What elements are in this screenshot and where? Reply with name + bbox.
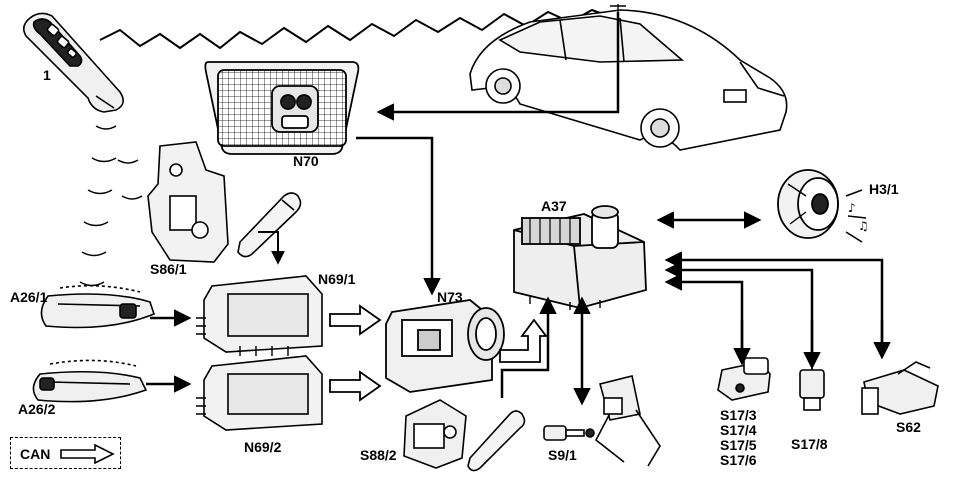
key-to-n69-1-arrow: [258, 231, 285, 265]
a37-to-key-arrow: [500, 296, 557, 398]
ignition-switch-module-n73: [385, 299, 505, 393]
door-handle-a26-1: [40, 284, 155, 329]
antenna-signal-line: [376, 12, 620, 121]
car-illustration: [469, 4, 788, 151]
trunk-key-icon: [467, 410, 526, 472]
can-legend-arrow-icon: [60, 444, 115, 464]
label-n69-2: N69/2: [244, 439, 282, 455]
label-n69-1: N69/1: [318, 271, 356, 287]
switch-s17-8: [799, 360, 825, 411]
alarm-horn-h3-1: [777, 169, 839, 239]
label-s62: S62: [896, 419, 921, 435]
label-s17-4: S17/4: [720, 422, 757, 438]
trunk-lock-s88-2: [403, 399, 467, 469]
can-legend-label: CAN: [20, 446, 51, 462]
switch-s9-1: [543, 425, 595, 441]
infrared-signal-waves: [79, 125, 143, 287]
label-s88-2: S88/2: [360, 447, 397, 463]
label-s17-3: S17/3: [720, 407, 757, 423]
switch-s62: [861, 361, 939, 415]
can-bus-arrows: [329, 304, 382, 402]
label-n73: N73: [437, 289, 463, 305]
door-handle-a26-2: [32, 359, 148, 403]
door-contact-switch-s17: [717, 357, 771, 401]
label-a37: A37: [541, 198, 567, 214]
n70-to-n73-arrow: [356, 136, 441, 296]
label-s17-8: S17/8: [791, 436, 828, 452]
pedal-mechanism: [594, 375, 661, 467]
label-h3-1: H3/1: [869, 181, 899, 197]
label-s17-6: S17/6: [720, 452, 757, 468]
pneumatic-pump-a37: [513, 205, 647, 310]
label-a26-1: A26/1: [10, 289, 48, 305]
mechanical-key-icon: [237, 192, 302, 258]
label-s17-group: S17/3 S17/4 S17/5 S17/6: [720, 408, 757, 468]
switch-input-arrowheads: [733, 320, 891, 370]
label-s17-5: S17/5: [720, 437, 757, 453]
label-n70: N70: [293, 153, 319, 169]
svg-text:♪: ♪: [848, 201, 856, 215]
door-control-module-n69-1: [196, 275, 323, 356]
label-a26-2: A26/2: [18, 401, 56, 417]
label-key: 1: [43, 67, 51, 83]
can-legend: CAN: [10, 437, 121, 469]
sound-waves-icon: ♪ ♫: [845, 189, 869, 243]
remote-key-icon: [22, 12, 124, 113]
svg-text:♫: ♫: [858, 219, 869, 233]
label-s9-1: S9/1: [548, 447, 577, 463]
a37-switch-feedback-lines: [664, 251, 884, 360]
overhead-control-panel-n70: [204, 61, 360, 155]
n73-to-a37-arrow: [499, 318, 548, 363]
label-s86-1: S86/1: [150, 261, 187, 277]
door-lock-mechanism-s86-1: [147, 141, 229, 263]
door-control-module-n69-2: [196, 355, 323, 431]
